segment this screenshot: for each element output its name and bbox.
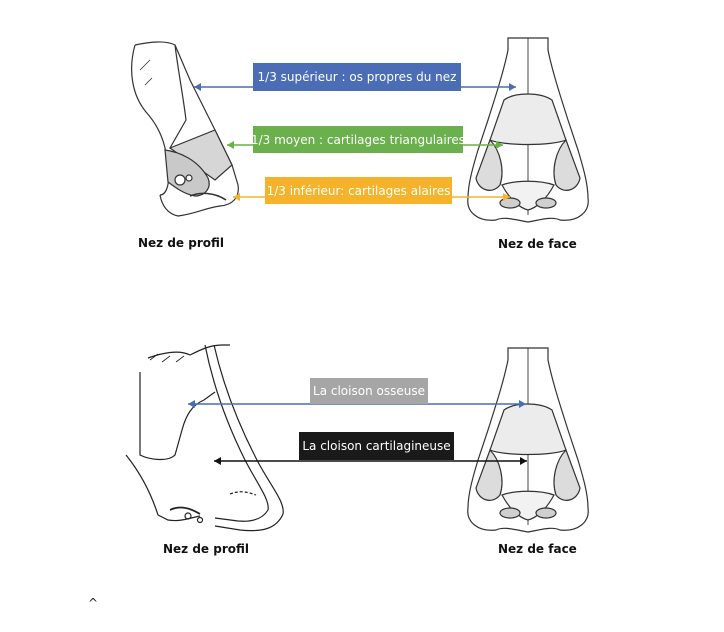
- label-upper-third: 1/3 supérieur : os propres du nez: [253, 63, 461, 91]
- label-bony-septum: La cloison osseuse: [310, 378, 428, 404]
- caption-front-bottom: Nez de face: [498, 542, 577, 556]
- caption-profile-top: Nez de profil: [138, 236, 225, 250]
- front-nose-bottom: [467, 347, 589, 533]
- footer-caret: ^: [88, 596, 99, 610]
- label-middle-third: 1/3 moyen : cartilages triangulaires: [251, 126, 465, 153]
- profile-septum-bottom: [125, 344, 284, 532]
- label-lower-third: 1/3 inférieur: cartilages alaires: [265, 177, 452, 204]
- label-cartilage-septum: La cloison cartilagineuse: [299, 432, 454, 460]
- caption-front-top: Nez de face: [498, 237, 577, 251]
- bottom-arrows: [188, 400, 527, 465]
- caption-profile-bottom: Nez de profil: [163, 542, 250, 556]
- front-nose-top: [467, 37, 589, 223]
- profile-nose-top: [131, 41, 239, 217]
